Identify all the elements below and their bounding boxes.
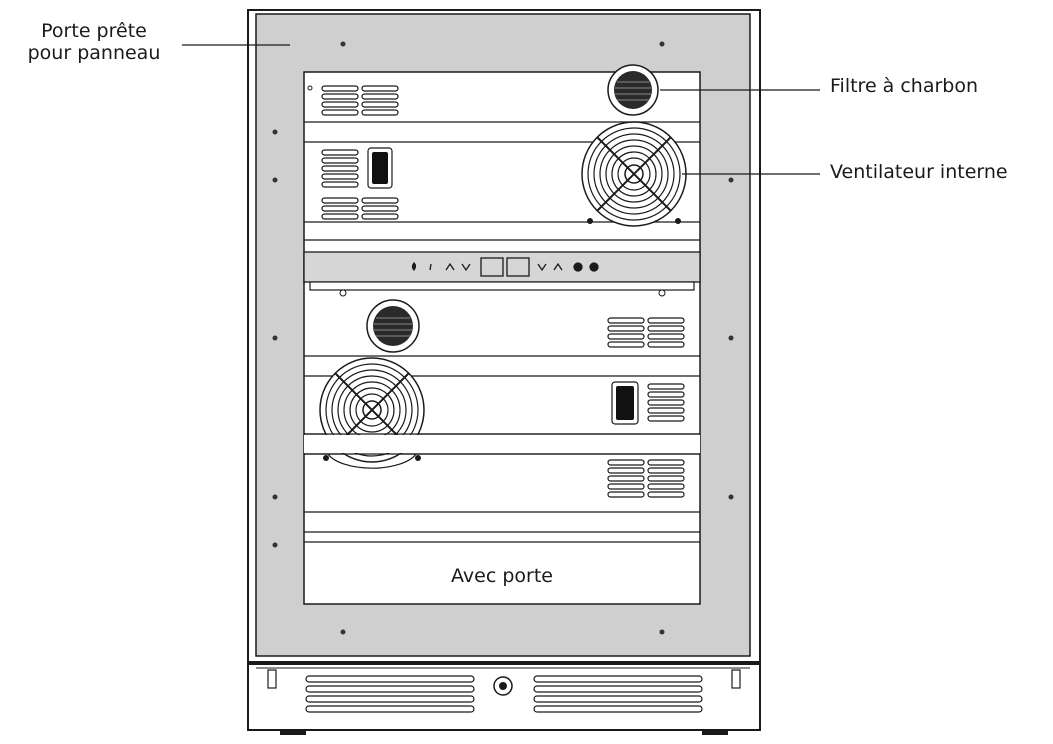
vent-slats-top-left [321,85,399,116]
base-plinth [247,663,761,731]
base-vents-left [305,675,475,713]
label-door-ready-line1: Porte prête [41,20,147,42]
up-arrow-icon [445,262,455,271]
up-arrow-icon [553,262,563,271]
down-arrow-icon [537,263,547,272]
lock-keyhole-icon [493,676,513,696]
control-buttons [411,257,599,277]
label-charcoal-filter: Filtre à charbon [830,75,979,97]
control-panel-lip [309,281,695,291]
label-with-door: Avec porte [451,565,553,587]
temperature-display [480,257,504,277]
label-door-ready: Porte prête pour panneau [8,20,180,64]
internal-fan-upper [581,121,687,227]
power-icon [573,262,583,272]
down-arrow-icon [461,263,471,272]
vent-slats-mid-left [321,149,399,220]
charcoal-filter-lower [366,299,420,353]
label-door-ready-line2: pour panneau [27,42,161,64]
control-panel [303,251,701,283]
feet [280,729,728,735]
label-internal-fan: Ventilateur interne [830,161,1008,183]
base-vents-right [533,675,703,713]
temperature-display [506,257,530,277]
frame-screws [272,41,734,635]
vent-slats-lower-right [607,317,685,498]
light-icon [411,262,417,271]
lock-icon [589,262,599,272]
charcoal-filter-upper [607,64,659,116]
hinges [267,669,741,689]
